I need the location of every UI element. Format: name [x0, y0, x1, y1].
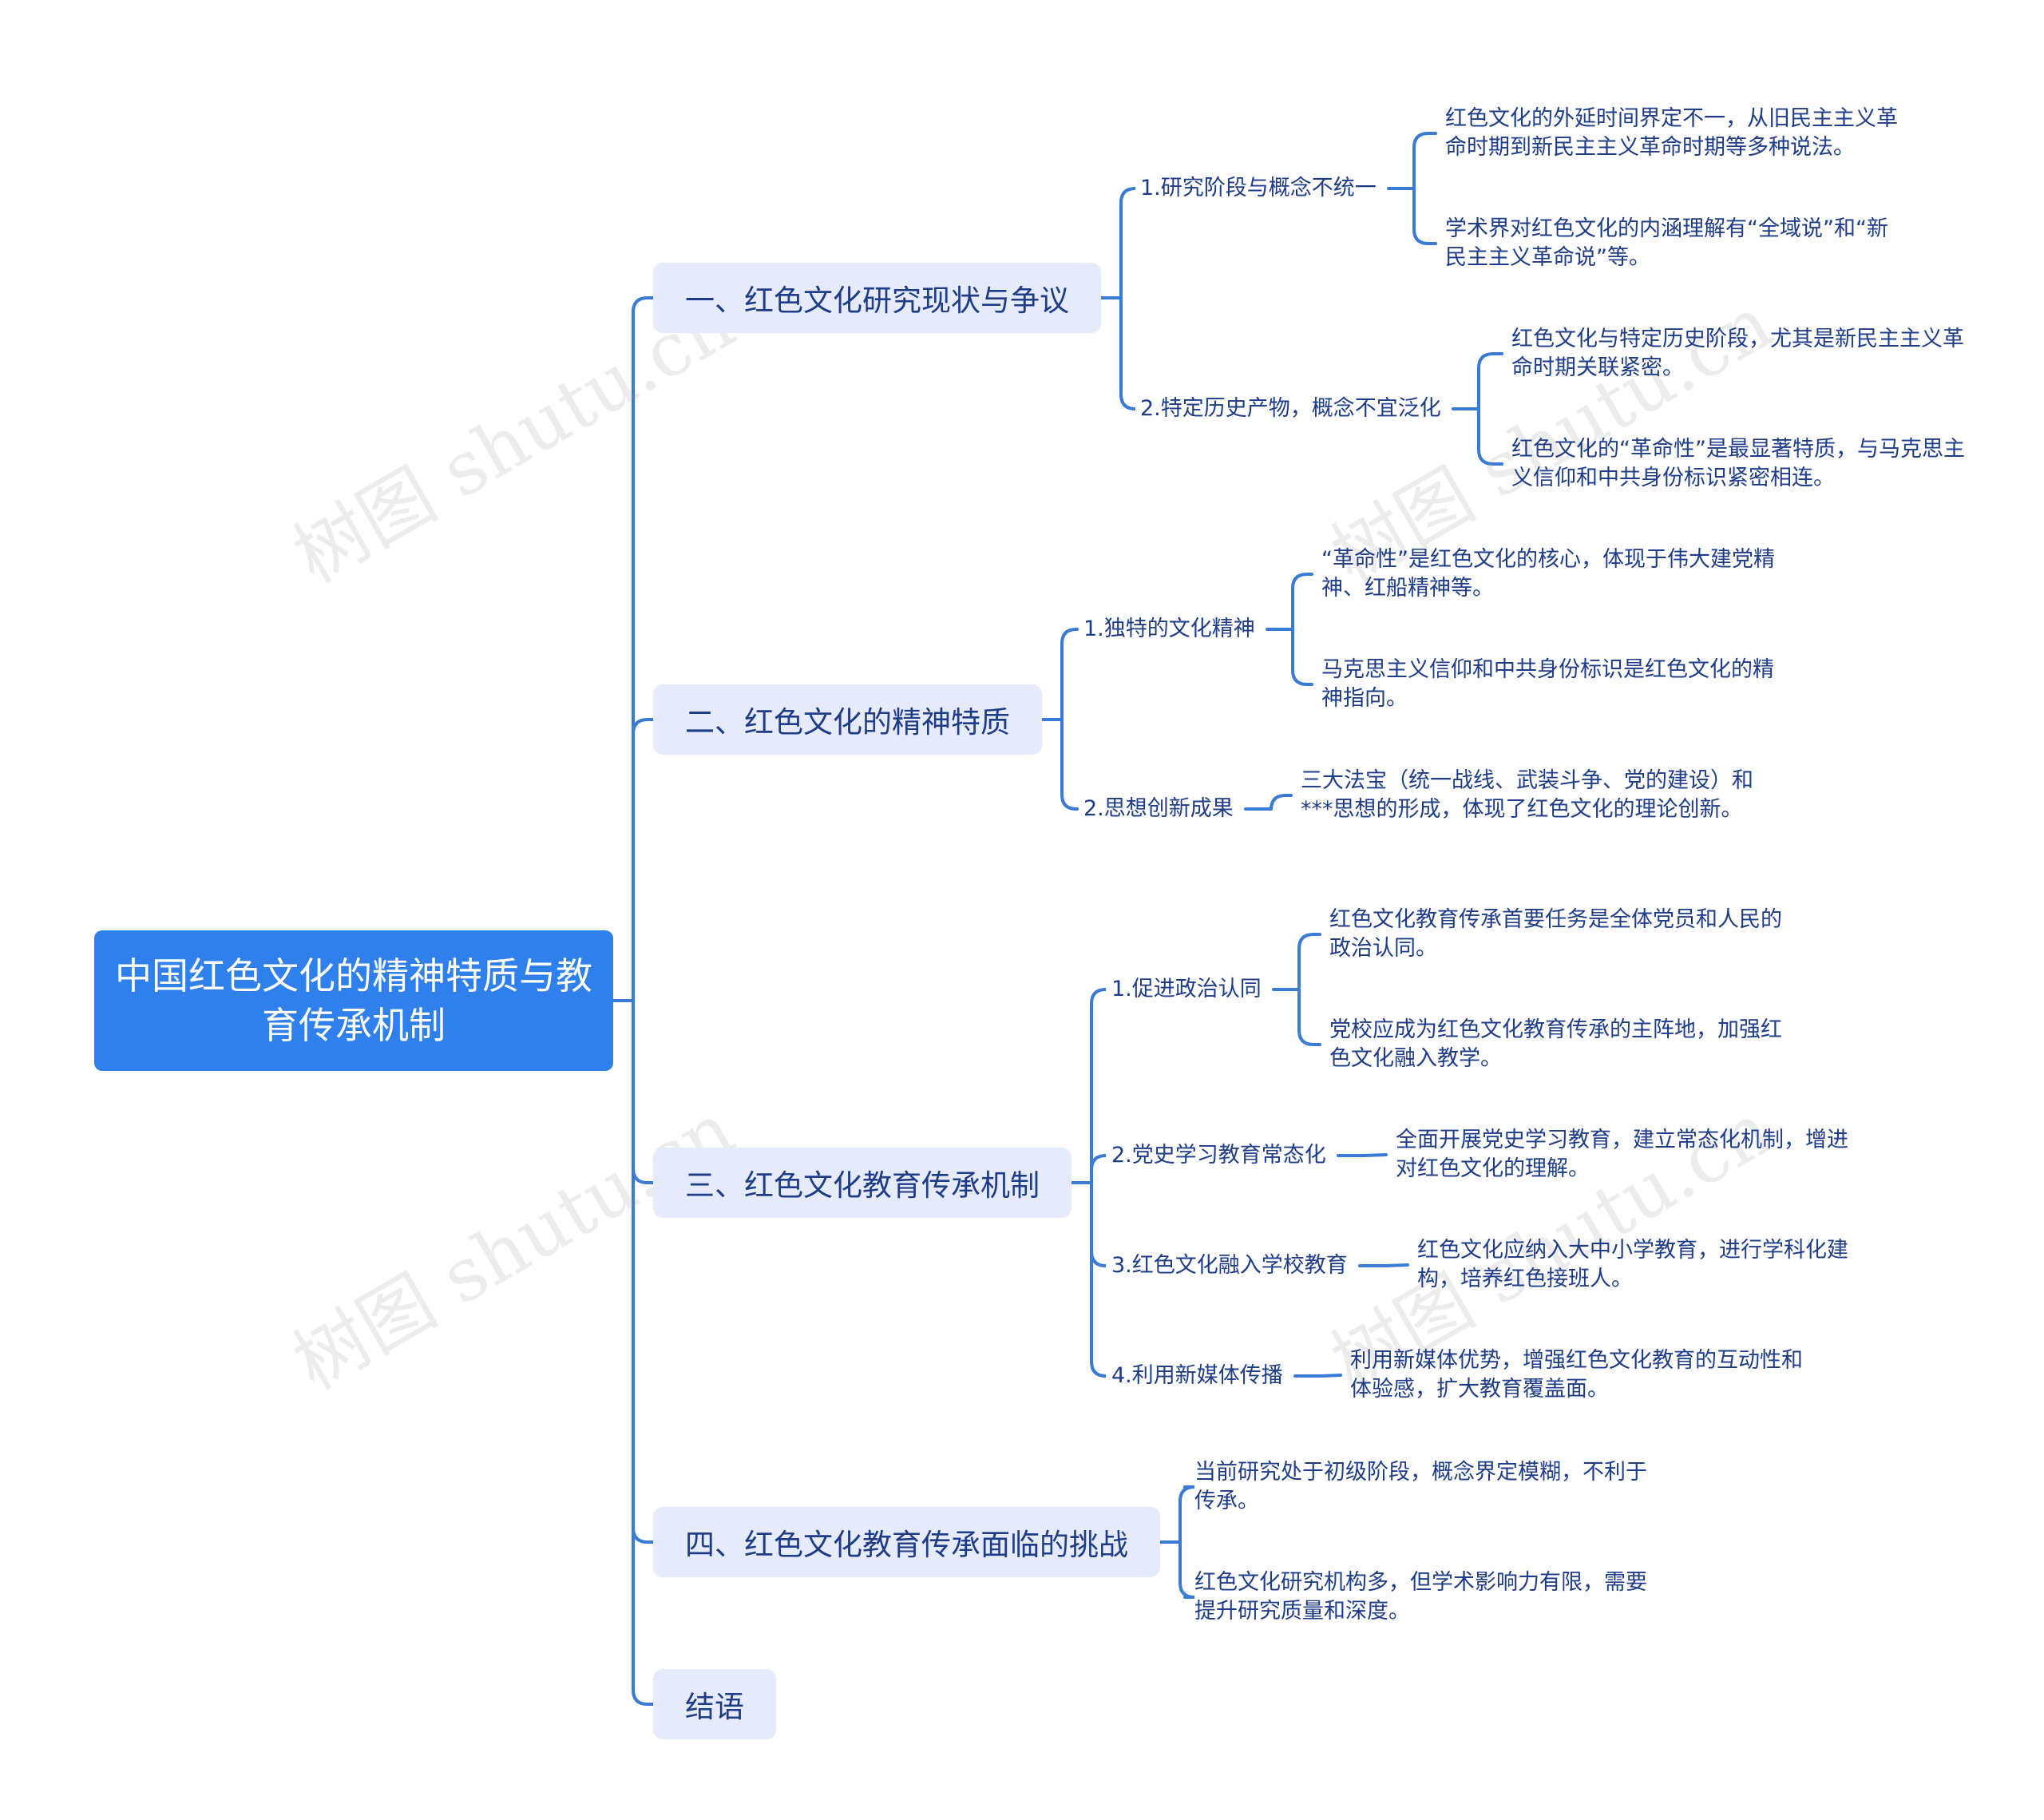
connector-line: [1384, 1263, 1409, 1267]
connector-line: [1060, 718, 1079, 811]
leaf-node[interactable]: 红色文化教育传承首要任务是全体党员和人民的政治认同。: [1329, 907, 1782, 961]
connector-line: [1090, 1181, 1107, 1267]
connector-line: [1119, 187, 1136, 299]
connector-line: [1270, 794, 1293, 811]
subtopic-node[interactable]: 1.促进政治认同: [1111, 977, 1262, 1001]
connector-line: [1477, 407, 1503, 466]
connector-line: [632, 718, 655, 1002]
branch-node[interactable]: 三、红色文化教育传承机制: [653, 1148, 1072, 1218]
connector-line: [1362, 1153, 1388, 1157]
connector-line: [1291, 573, 1313, 631]
leaf-node[interactable]: 红色文化的外延时间界定不一，从旧民主主义革命时期到新民主主义革命时期等多种说法。: [1445, 106, 1898, 160]
branch-node[interactable]: 四、红色文化教育传承面临的挑战: [653, 1507, 1160, 1577]
connector-line: [1412, 187, 1437, 245]
subtopic-node[interactable]: 1.研究阶段与概念不统一: [1140, 176, 1377, 200]
connector-line: [1319, 1374, 1342, 1378]
leaf-node[interactable]: 全面开展党史学习教育，建立常态化机制，增进对红色文化的理解。: [1396, 1128, 1848, 1181]
leaf-node[interactable]: “革命性”是红色文化的核心，体现于伟大建党精神、红船精神等。: [1321, 547, 1775, 601]
leaf-node[interactable]: 党校应成为红色文化教育传承的主阵地，加强红色文化融入教学。: [1329, 1017, 1782, 1071]
connector-line: [1178, 1485, 1195, 1544]
subtopic-node[interactable]: 1.独特的文化精神: [1083, 617, 1255, 641]
subtopic-node[interactable]: 3.红色文化融入学校教育: [1111, 1253, 1348, 1278]
connector-line: [1060, 628, 1079, 721]
connector-line: [1090, 1154, 1107, 1184]
leaf-node[interactable]: 红色文化与特定历史阶段，尤其是新民主主义革命时期关联紧密。: [1511, 327, 1964, 380]
leaf-node[interactable]: 当前研究处于初级阶段，概念界定模糊，不利于传承。: [1194, 1460, 1647, 1513]
connector-line: [1297, 988, 1321, 1046]
subtopic-node[interactable]: 2.党史学习教育常态化: [1111, 1143, 1326, 1168]
connector-line: [632, 999, 655, 1184]
connector-line: [632, 296, 655, 1002]
branch-node[interactable]: 二、红色文化的精神特质: [653, 684, 1042, 755]
leaf-node[interactable]: 学术界对红色文化的内涵理解有“全域说”和“新民主主义革命说”等。: [1445, 216, 1888, 270]
connector-line: [1291, 628, 1313, 686]
connector-line: [632, 999, 655, 1544]
subtopic-node[interactable]: 2.特定历史产物，概念不宜泛化: [1140, 396, 1441, 421]
connector-line: [1178, 1540, 1195, 1599]
leaf-node[interactable]: 马克思主义信仰和中共身份标识是红色文化的精神指向。: [1321, 657, 1774, 711]
leaf-node[interactable]: 红色文化的“革命性”是最显著特质，与马克思主义信仰和中共身份标识紧密相连。: [1511, 437, 1965, 490]
connector-line: [1297, 933, 1321, 991]
leaf-node[interactable]: 红色文化研究机构多，但学术影响力有限，需要提升研究质量和深度。: [1194, 1570, 1647, 1624]
leaf-node[interactable]: 利用新媒体优势，增强红色文化教育的互动性和体验感，扩大教育覆盖面。: [1350, 1348, 1803, 1402]
leaf-node[interactable]: 红色文化应纳入大中小学教育，进行学科化建构，培养红色接班人。: [1417, 1238, 1848, 1291]
root-node[interactable]: 中国红色文化的精神特质与教育传承机制: [94, 930, 613, 1071]
subtopic-node[interactable]: 2.思想创新成果: [1083, 796, 1234, 821]
leaf-node[interactable]: 三大法宝（统一战线、武装斗争、党的建设）和***思想的形成，体现了红色文化的理论…: [1301, 768, 1753, 822]
connector-line: [1090, 1181, 1107, 1378]
connector-line: [632, 999, 655, 1706]
subtopic-node[interactable]: 4.利用新媒体传播: [1111, 1363, 1283, 1388]
branch-node[interactable]: 一、红色文化研究现状与争议: [653, 263, 1101, 333]
connector-line: [1412, 132, 1437, 190]
branch-node[interactable]: 结语: [653, 1669, 776, 1739]
connector-line: [1090, 988, 1107, 1184]
connector-line: [1477, 352, 1503, 410]
connector-line: [1119, 296, 1136, 410]
